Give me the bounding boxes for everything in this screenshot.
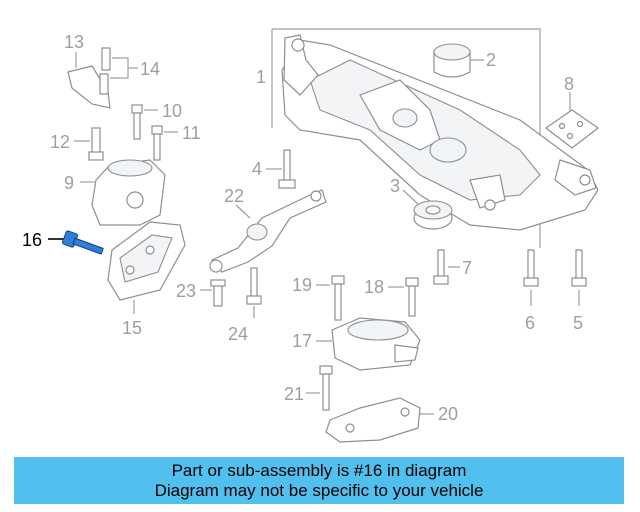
callout-21: 21 — [284, 384, 304, 404]
callout-7: 7 — [462, 258, 472, 278]
callout-16: 16 — [22, 230, 42, 250]
mount-part-2 — [433, 43, 484, 78]
bolt-part-10 — [131, 104, 158, 140]
callout-12: 12 — [50, 132, 70, 152]
callout-11: 11 — [182, 123, 201, 143]
bracket-part-20 — [325, 397, 434, 443]
callout-1: 1 — [256, 67, 266, 87]
bolt-part-11 — [151, 125, 178, 161]
subframe-part-1 — [271, 28, 599, 248]
callout-6: 6 — [525, 313, 535, 333]
mount-part-9 — [80, 159, 166, 226]
bolt-part-14 — [99, 47, 138, 95]
plate-part-8 — [544, 92, 600, 149]
callout-24: 24 — [228, 324, 248, 344]
callout-8: 8 — [564, 74, 574, 94]
callout-13: 13 — [64, 32, 84, 52]
bolt-part-4 — [266, 149, 296, 189]
callout-19: 19 — [292, 275, 312, 295]
callout-15: 15 — [122, 318, 142, 338]
mount-part-17 — [316, 317, 421, 371]
bolt-part-19 — [316, 275, 345, 321]
bolt-part-21 — [306, 365, 333, 411]
bolt-part-24 — [246, 267, 262, 318]
diagram-notice-banner: Part or sub-assembly is #16 in diagram D… — [14, 457, 624, 504]
callout-5: 5 — [573, 313, 583, 333]
callout-10: 10 — [162, 101, 182, 121]
callout-9: 9 — [64, 173, 74, 193]
bolt-part-18 — [388, 277, 419, 317]
callout-4: 4 — [252, 159, 262, 179]
notice-line-disclaimer: Diagram may not be specific to your vehi… — [154, 481, 484, 500]
callout-18: 18 — [364, 277, 384, 297]
torque-rod-part-22 — [209, 189, 327, 273]
callout-2: 2 — [486, 50, 496, 70]
callout-14: 14 — [140, 59, 160, 79]
bracket-part-13 — [67, 52, 111, 109]
mount-bracket-part-15 — [107, 221, 186, 314]
bolt-part-23 — [200, 279, 226, 307]
callout-22: 22 — [224, 186, 244, 206]
bolt-part-5 — [571, 249, 587, 306]
callout-17: 17 — [292, 331, 312, 351]
notice-line-part: Part or sub-assembly is #16 in diagram — [171, 461, 467, 480]
bolt-part-16-highlighted — [48, 230, 104, 255]
callout-3: 3 — [390, 176, 400, 196]
bolt-part-6 — [523, 249, 539, 306]
bolt-part-12 — [74, 127, 104, 161]
bolt-part-7 — [433, 249, 460, 285]
callout-20: 20 — [438, 404, 458, 424]
callout-23: 23 — [176, 281, 196, 301]
bushing-part-3 — [402, 189, 453, 230]
